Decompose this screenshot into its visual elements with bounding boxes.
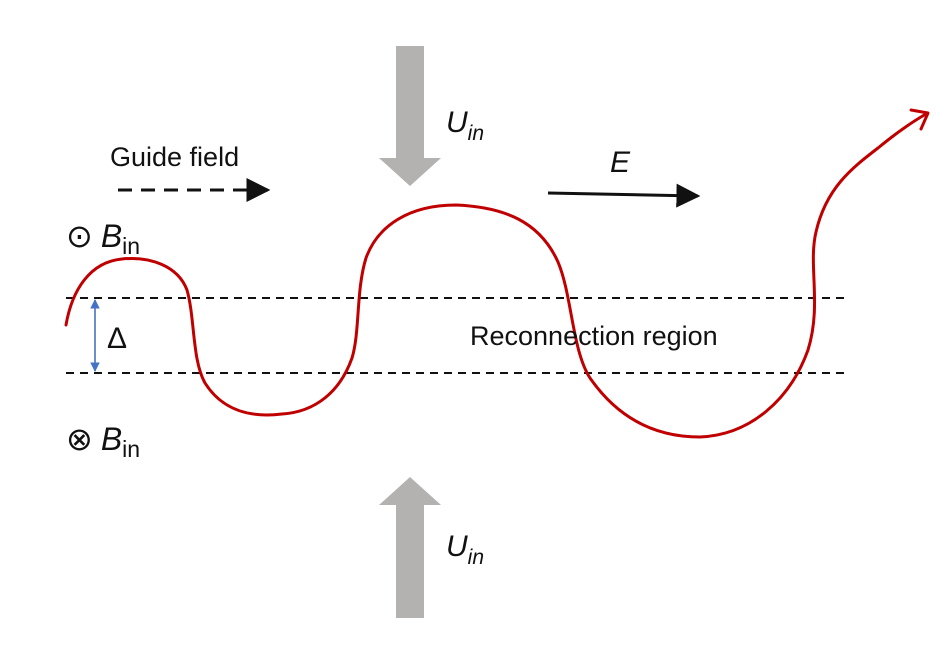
out-of-page-symbol: ⊙ [66, 218, 93, 254]
u-in-bottom-subscript: in [468, 546, 484, 569]
magnetic-field-line [64, 112, 928, 439]
u-in-bottom-label: Uin [446, 530, 484, 569]
into-page-symbol: ⊗ [66, 421, 93, 457]
b-in-top-label: ⊙Bin [66, 218, 140, 259]
u-in-bottom-symbol: U [446, 530, 468, 563]
e-field-label: E [610, 146, 631, 179]
b-in-bottom-symbol: B [101, 421, 122, 457]
u-in-top-symbol: U [446, 106, 468, 139]
u-in-top-label: Uin [446, 106, 484, 145]
reconnection-region-label: Reconnection region [470, 321, 718, 351]
field-line-arrowhead [909, 108, 930, 131]
b-in-top-subscript: in [122, 233, 140, 259]
b-in-bottom-label: ⊗Bin [66, 421, 140, 462]
inflow-arrow-top [379, 46, 441, 186]
u-in-top-subscript: in [468, 122, 484, 145]
b-in-top-symbol: B [101, 218, 122, 254]
b-in-bottom-subscript: in [122, 436, 140, 462]
guide-field-label: Guide field [110, 142, 239, 172]
inflow-arrow-bottom [379, 477, 441, 618]
e-field-arrow [547, 183, 701, 208]
delta-label: Δ [107, 322, 127, 355]
